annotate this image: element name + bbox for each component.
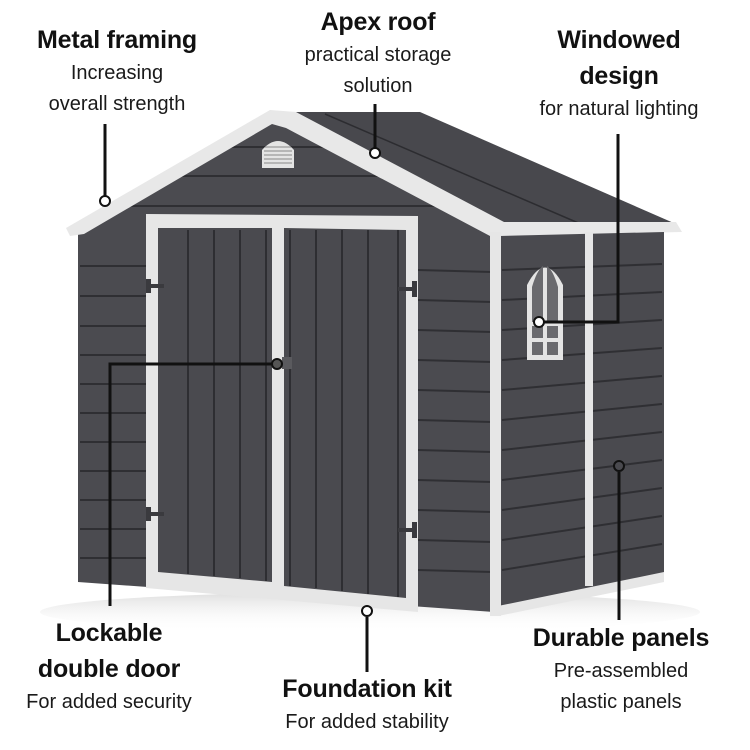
callout-subtitle: Increasing <box>70 62 164 84</box>
callout-apex-roof: Apex roof practical storage solution <box>268 4 488 102</box>
double-door <box>146 214 418 612</box>
side-wall <box>490 232 664 616</box>
callout-title: Metal framing <box>37 26 197 54</box>
callout-subtitle: plastic panels <box>560 691 682 713</box>
callout-durable-panels: Durable panels Pre-assembled plastic pan… <box>508 620 734 718</box>
callout-subtitle: Pre-assembled <box>553 660 689 682</box>
callout-title: Foundation kit <box>282 675 452 703</box>
callout-subtitle: for natural lighting <box>539 98 699 120</box>
callout-leaders <box>103 104 621 672</box>
callout-subtitle: For added security <box>26 691 192 713</box>
callout-title: double door <box>37 655 181 683</box>
roof-side <box>290 112 676 230</box>
callout-windowed-design: Windowed design for natural lighting <box>505 22 733 124</box>
roof-trim <box>66 110 682 236</box>
callout-title: Apex roof <box>320 8 436 36</box>
callout-title: design <box>579 62 659 90</box>
callout-subtitle: For added stability <box>285 711 449 733</box>
door-lock-icon <box>282 357 292 369</box>
callout-title: Lockable <box>55 619 163 647</box>
callout-lockable-door: Lockable double door For added security <box>0 615 218 718</box>
hinge-icon <box>146 279 417 538</box>
callout-subtitle: overall strength <box>48 93 186 115</box>
callout-dots <box>99 147 625 617</box>
callout-metal-framing: Metal framing Increasing overall strengt… <box>10 22 224 120</box>
callout-title: Windowed <box>557 26 681 54</box>
callout-subtitle: solution <box>343 75 413 97</box>
callout-foundation-kit: Foundation kit For added stability <box>258 671 476 738</box>
gable-vent-icon <box>262 141 294 168</box>
callout-title: Durable panels <box>532 624 710 652</box>
callout-subtitle: practical storage <box>304 44 452 66</box>
arched-window-icon <box>527 266 563 360</box>
